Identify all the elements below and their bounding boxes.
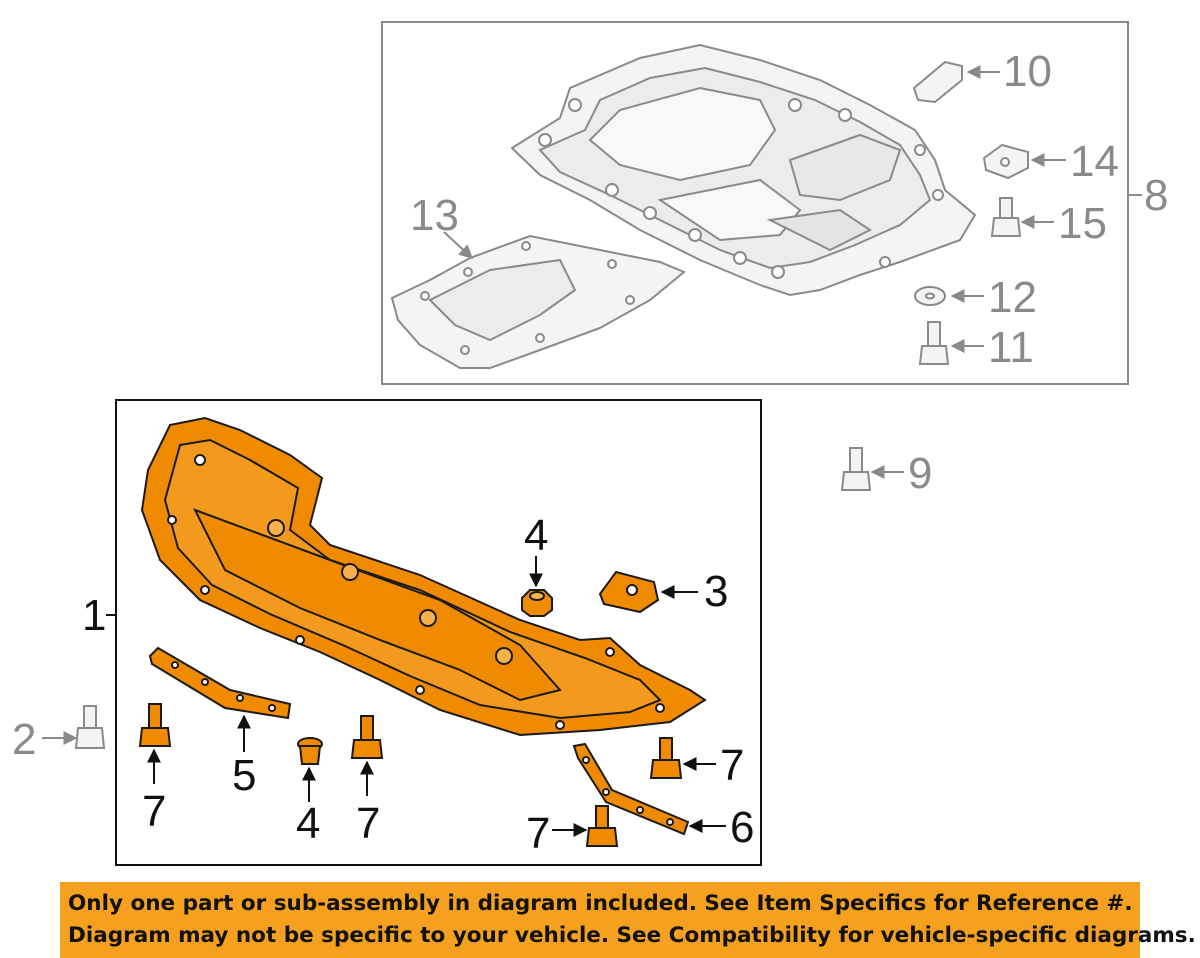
callout-9: 9: [908, 449, 932, 498]
clip-nut-3: [598, 570, 660, 614]
bolt-15: [990, 197, 1022, 237]
upper-assembly-frame: [381, 21, 1129, 385]
leader-lines: [42, 65, 1142, 837]
bolt-7-center: [350, 715, 384, 759]
callout-15: 15: [1058, 199, 1107, 248]
nut-4-upper: [521, 589, 553, 617]
bolt-7-bottom: [585, 805, 619, 847]
callout-4-upper: 4: [524, 511, 548, 560]
callout-7-right: 7: [720, 741, 744, 790]
callout-12: 12: [988, 273, 1037, 322]
parts-diagram: 10 14 8 15 13 12 11 9 2 1 4 3 5 7 4 7 7 …: [12, 21, 1168, 866]
lower-assembly-frame: [115, 399, 762, 866]
bolt-2: [74, 705, 106, 749]
disclaimer-line-2: Diagram may not be specific to your vehi…: [68, 923, 1196, 948]
bolt-11: [918, 321, 950, 365]
bracket-10: [912, 60, 963, 104]
strip-6: [572, 742, 690, 836]
callout-1: 1: [82, 591, 106, 640]
callout-6: 6: [730, 803, 754, 852]
callout-7-bottom: 7: [526, 809, 550, 858]
bolt-7-left: [138, 703, 172, 747]
disclaimer-line-1: Only one part or sub-assembly in diagram…: [68, 891, 1133, 916]
callout-10: 10: [1003, 47, 1052, 96]
callout-11: 11: [988, 323, 1034, 372]
strip-5: [148, 646, 292, 720]
side-panel-13: [390, 234, 686, 369]
disclaimer-banner: Only one part or sub-assembly in diagram…: [60, 882, 1196, 958]
splash-shield-1: [140, 416, 707, 737]
washer-12: [914, 286, 946, 306]
callout-3: 3: [704, 567, 728, 616]
underbody-shield-8: [510, 43, 977, 297]
callout-13: 13: [410, 191, 459, 240]
callout-14: 14: [1070, 137, 1119, 186]
callout-8: 8: [1144, 171, 1168, 220]
clip-nut-14: [982, 143, 1029, 180]
callout-7-center: 7: [356, 799, 380, 848]
bolt-7-right: [649, 737, 683, 779]
callout-2: 2: [12, 715, 36, 764]
nut-4-lower: [297, 737, 323, 765]
callout-5: 5: [232, 751, 256, 800]
callout-4-lower: 4: [296, 799, 320, 848]
callout-7-left: 7: [142, 787, 166, 836]
bolt-9: [840, 447, 872, 491]
